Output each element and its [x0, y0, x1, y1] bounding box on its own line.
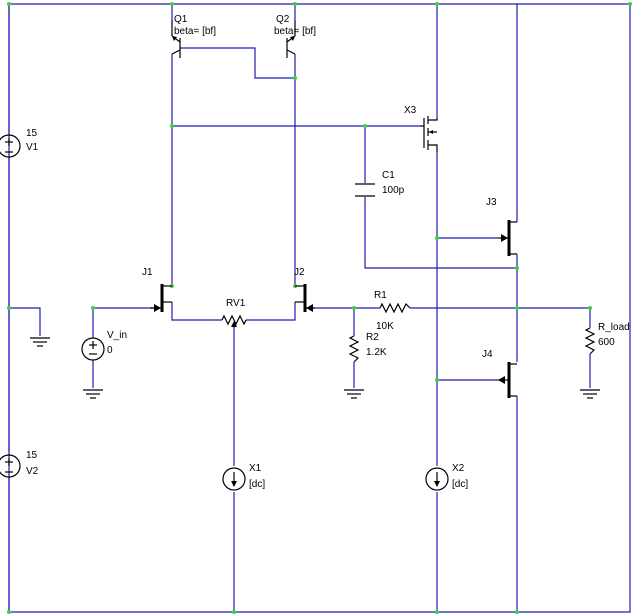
vin-label: V_in [107, 330, 127, 341]
j1-label: J1 [142, 267, 153, 278]
r2-value: 1.2K [366, 347, 387, 358]
c1-capacitor[interactable]: C1 100p [355, 170, 405, 197]
v1-label: V1 [26, 142, 39, 153]
rv1-potentiometer[interactable]: RV1 [221, 298, 247, 328]
j2-label: J2 [294, 267, 305, 278]
ground-symbol-rload [580, 389, 600, 399]
x1-current-source[interactable]: X1 [dc] [222, 463, 265, 491]
rload-label: R_load [598, 322, 630, 333]
rv1-label: RV1 [226, 298, 246, 309]
x2-current-source[interactable]: X2 [dc] [425, 463, 468, 491]
r1-resistor[interactable]: R1 10K [374, 290, 411, 332]
x3-mosfet[interactable]: X3 [404, 105, 438, 152]
junction-nodes [7, 2, 632, 614]
q1-label: Q1 [174, 14, 188, 25]
q2-value: beta= [bf] [274, 26, 316, 37]
v2-value: 15 [26, 450, 38, 461]
v2-voltage-source[interactable]: 15 V2 [0, 450, 39, 478]
c1-value: 100p [382, 185, 405, 196]
ground-symbol-left [30, 337, 50, 347]
j4-jfet[interactable]: J4 [482, 349, 517, 398]
q2-pnp-transistor[interactable]: Q2 beta= [bf] [274, 14, 316, 58]
j3-jfet[interactable]: J3 [486, 197, 517, 256]
q1-value: beta= [bf] [174, 26, 216, 37]
q2-label: Q2 [276, 14, 290, 25]
x1-label: X1 [249, 463, 262, 474]
r1-value: 10K [376, 321, 394, 332]
ground-symbol-r2 [344, 389, 364, 399]
j1-jfet[interactable]: J1 [142, 267, 172, 312]
v2-label: V2 [26, 466, 39, 477]
r1-label: R1 [374, 290, 387, 301]
v1-value: 15 [26, 128, 38, 139]
vin-value: 0 [107, 345, 113, 356]
x3-label: X3 [404, 105, 417, 116]
wires [8, 3, 631, 613]
x2-label: X2 [452, 463, 465, 474]
rload-resistor[interactable]: R_load 600 [584, 322, 630, 355]
q1-pnp-transistor[interactable]: Q1 beta= [bf] [171, 14, 216, 58]
ground-symbol-vin [83, 389, 103, 399]
rload-value: 600 [598, 337, 615, 348]
r2-label: R2 [366, 332, 379, 343]
x2-value: [dc] [452, 479, 468, 490]
x1-value: [dc] [249, 479, 265, 490]
r2-resistor[interactable]: R2 1.2K [348, 332, 387, 363]
j3-label: J3 [486, 197, 497, 208]
c1-label: C1 [382, 170, 395, 181]
v1-voltage-source[interactable]: 15 V1 [0, 128, 39, 158]
j2-jfet[interactable]: J2 [294, 267, 315, 312]
vin-voltage-source[interactable]: V_in 0 [81, 330, 127, 361]
j4-label: J4 [482, 349, 493, 360]
